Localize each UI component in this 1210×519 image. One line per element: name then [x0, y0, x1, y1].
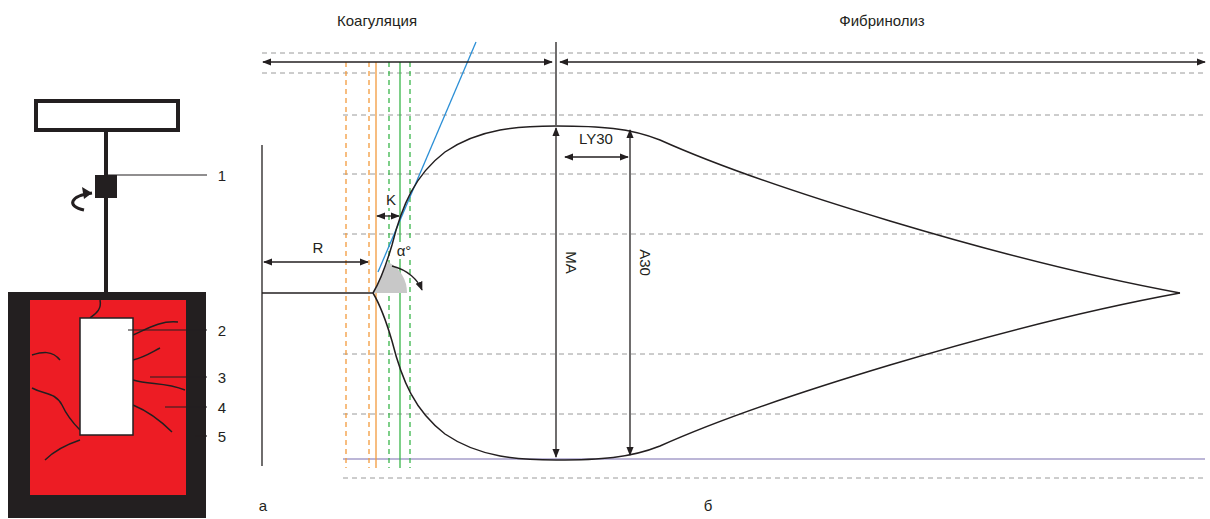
parameter-label: α° — [395, 242, 414, 259]
parameter-label: A30 — [636, 247, 653, 278]
phase-lines — [346, 62, 410, 468]
callout-number: 3 — [216, 369, 228, 386]
callout-number: 2 — [216, 322, 228, 339]
phase-title: Коагуляция — [335, 12, 419, 29]
callout-number: 5 — [216, 428, 228, 445]
phase-title: Фибринолиз — [837, 12, 926, 29]
parameter-label: LY30 — [577, 130, 615, 147]
parameter-label: K — [384, 191, 398, 208]
dimension-arrows — [263, 42, 1205, 457]
device — [8, 101, 206, 518]
panel-letter: б — [702, 497, 715, 514]
callout-number: 4 — [216, 399, 228, 416]
parameter-label: MA — [563, 249, 580, 276]
callout-number: 1 — [216, 167, 228, 184]
panel-letter: а — [257, 497, 269, 514]
callout-leaders — [108, 175, 207, 436]
parameter-label: R — [311, 239, 326, 256]
grid — [262, 53, 1205, 478]
